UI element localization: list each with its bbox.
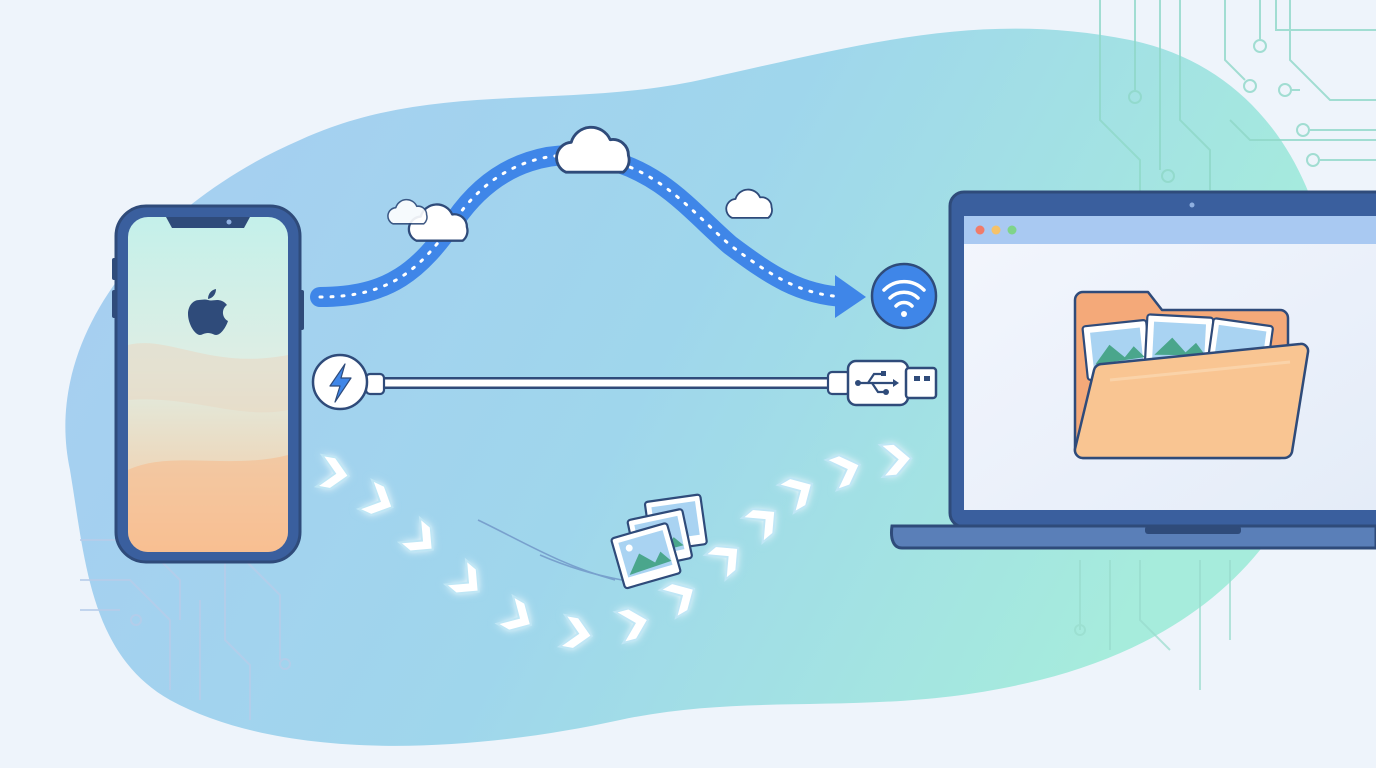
folder-icon: [1073, 290, 1310, 460]
lightning-icon: [311, 353, 369, 411]
circuit-traces-bottom-right: [1074, 560, 1231, 690]
usb-icon: [846, 359, 938, 407]
usb-cable: [364, 370, 852, 396]
laptop: [890, 190, 1376, 550]
circuit-traces-bottom-left: [80, 539, 291, 720]
window-close-dot: [975, 225, 985, 235]
wifi-icon: [870, 262, 938, 330]
circuit-traces-top-right: [1099, 0, 1376, 200]
window-maximize-dot: [1007, 225, 1017, 235]
apple-logo-icon: [188, 289, 228, 335]
photo-stack: [610, 493, 708, 590]
motion-lines: [477, 519, 623, 581]
iphone: [112, 204, 304, 564]
photo-icon: [610, 522, 682, 590]
window-minimize-dot: [991, 225, 1001, 235]
